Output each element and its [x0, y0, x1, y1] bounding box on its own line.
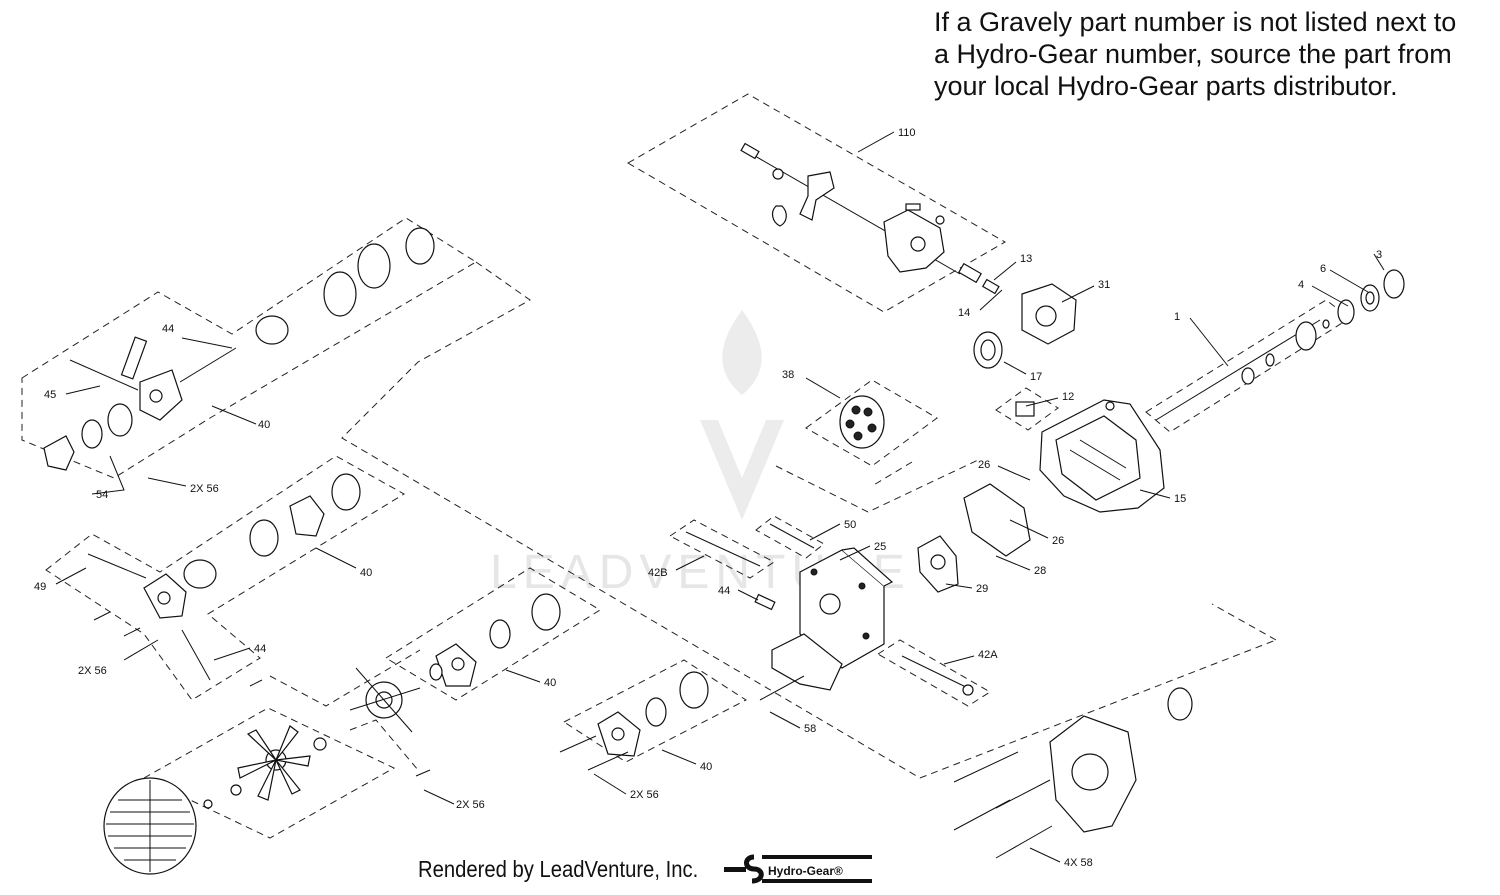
callout-26-bottom: 26 — [1052, 535, 1064, 547]
seal-part — [1337, 299, 1355, 325]
callout-15: 15 — [1174, 493, 1186, 505]
group-50-outline — [755, 515, 825, 559]
group-40-middle-outline — [45, 455, 405, 701]
control-arm-assembly — [740, 142, 1000, 295]
lower-middle-pump-parts — [429, 593, 561, 687]
guide-line-c — [775, 459, 979, 513]
callout-2x56-top: 2X 56 — [190, 483, 219, 495]
note-line-3: your local Hydro-Gear parts distributor. — [934, 71, 1398, 101]
group-40-lower-outline — [385, 567, 601, 701]
middle-left-charge-pump-parts — [87, 473, 361, 681]
callout-54: 54 — [96, 489, 108, 501]
pump-housing-part — [1039, 399, 1165, 513]
note-line-2: a Hydro-Gear number, source the part fro… — [934, 39, 1452, 69]
top-left-charge-pump-parts — [43, 227, 435, 471]
callout-49: 49 — [34, 581, 46, 593]
center-section-part — [799, 547, 894, 669]
callout-26-top: 26 — [978, 459, 990, 471]
gasket-part — [963, 483, 1031, 557]
group-40-bottom-outline — [563, 659, 747, 763]
leader-lines — [55, 131, 1385, 863]
callout-29: 29 — [976, 583, 988, 595]
callout-14: 14 — [958, 307, 970, 319]
input-shaft-part — [1155, 319, 1330, 421]
callout-44-center: 44 — [718, 585, 730, 597]
end-plate-part — [1049, 687, 1193, 833]
callout-31: 31 — [1098, 279, 1110, 291]
fan-guard-part — [103, 777, 197, 875]
callout-50: 50 — [844, 519, 856, 531]
bottom-pump-parts — [559, 671, 709, 771]
hydro-gear-logo-text: Hydro-Gear® — [768, 864, 843, 878]
callout-58: 58 — [804, 723, 816, 735]
guide-line-d — [871, 461, 913, 487]
group-110-outline — [627, 93, 1007, 313]
bracket-part — [771, 633, 843, 691]
callout-40-middle: 40 — [360, 567, 372, 579]
guide-line-b — [1211, 603, 1277, 641]
fan-hub-part — [313, 667, 421, 751]
cooling-fan-part — [203, 725, 311, 809]
callout-38: 38 — [782, 369, 794, 381]
callout-4: 4 — [1298, 279, 1304, 291]
callout-42b: 42B — [648, 567, 668, 579]
watermark-logo-icon — [700, 310, 784, 520]
callout-labels: 110 13 14 31 17 38 1 3 4 6 12 26 15 26 2… — [34, 127, 1382, 869]
callout-12: 12 — [1062, 391, 1074, 403]
callout-28: 28 — [1034, 565, 1046, 577]
callout-3: 3 — [1376, 249, 1382, 261]
guide-line-f — [349, 719, 419, 771]
guide-line-e — [269, 649, 421, 707]
callout-25: 25 — [874, 541, 886, 553]
callout-44-middle: 44 — [254, 643, 266, 655]
guide-line-a — [341, 261, 1277, 779]
parts — [43, 142, 1405, 875]
callout-2x56-bottom: 2X 56 — [630, 789, 659, 801]
callout-110: 110 — [898, 127, 916, 139]
hydro-gear-logo: Hydro-Gear® — [724, 854, 872, 884]
callout-4x58: 4X 58 — [1064, 857, 1093, 869]
group-fan-outline — [142, 707, 396, 839]
callout-40-lower: 40 — [544, 677, 556, 689]
group-42a-outline — [877, 639, 991, 707]
cylinder-block-part — [839, 395, 885, 449]
note-line-1: If a Gravely part number is not listed n… — [934, 7, 1457, 37]
retaining-ring-part — [1383, 269, 1405, 299]
callout-40-top: 40 — [258, 419, 270, 431]
callout-6: 6 — [1320, 263, 1326, 275]
callout-17: 17 — [1030, 371, 1042, 383]
hydro-gear-s-icon — [744, 854, 764, 884]
key-part — [754, 593, 776, 611]
callout-1: 1 — [1174, 311, 1180, 323]
callout-45: 45 — [44, 389, 56, 401]
render-credit: Rendered by LeadVenture, Inc. — [418, 856, 699, 882]
callout-2x56-middle: 2X 56 — [78, 665, 107, 677]
callout-40-bottom: 40 — [700, 761, 712, 773]
group-38-outline — [805, 379, 938, 467]
callout-13: 13 — [1020, 253, 1032, 265]
callout-2x56-fan: 2X 56 — [456, 799, 485, 811]
callout-42a: 42A — [978, 649, 998, 661]
check-valve-part — [1015, 401, 1035, 417]
callout-44-top: 44 — [162, 323, 174, 335]
group-12-outline — [995, 387, 1059, 431]
